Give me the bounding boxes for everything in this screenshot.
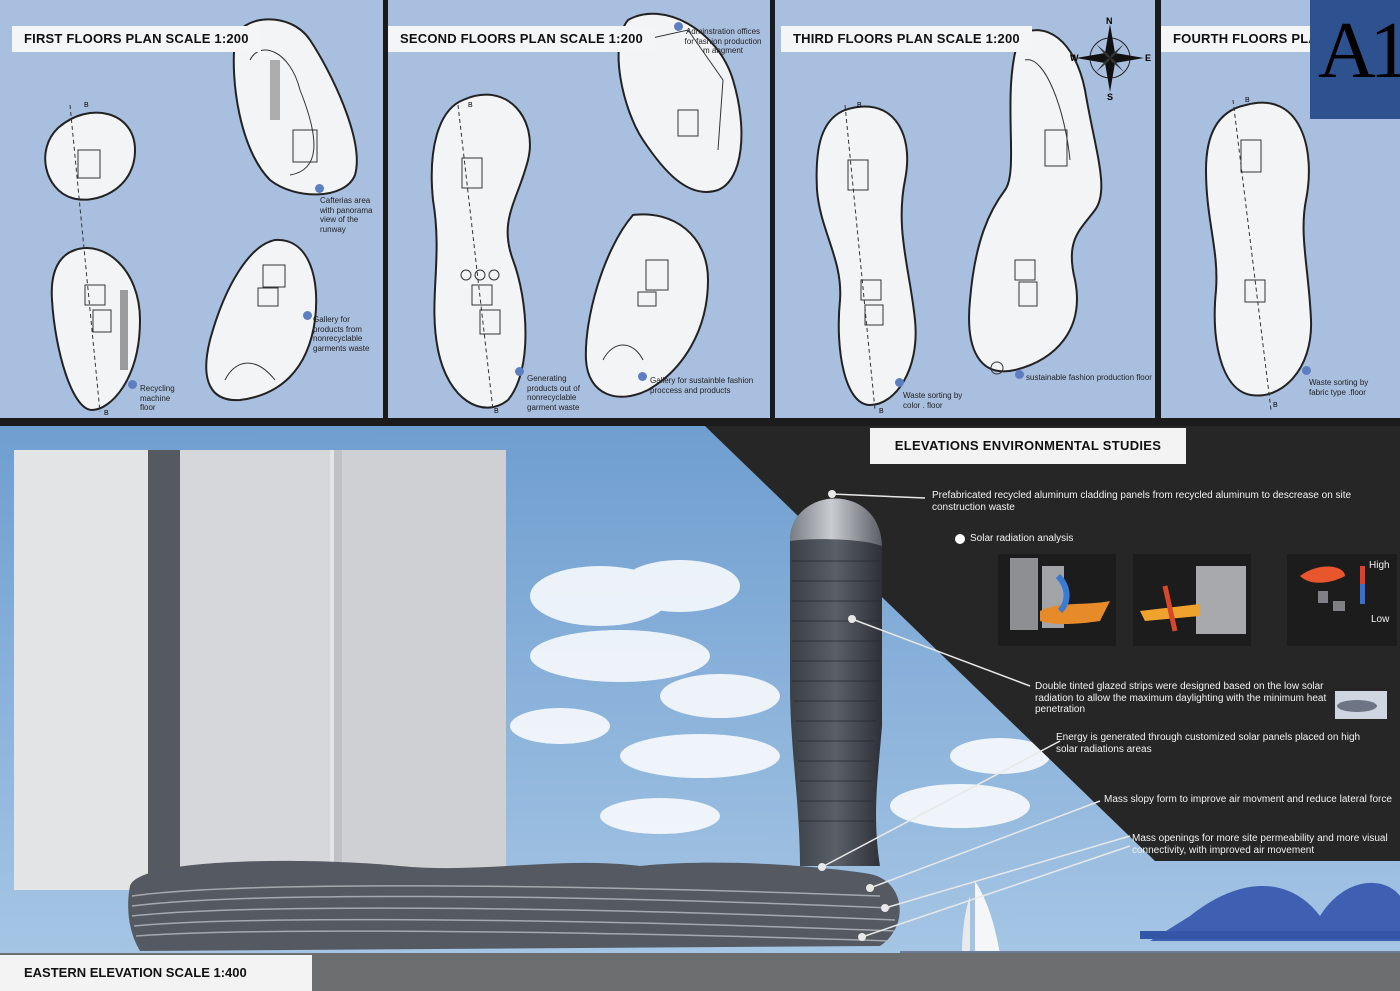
plan-note: Waste sorting by color . floor [903, 391, 963, 410]
plan-drawing-3 [815, 24, 1144, 411]
elevation-note-glazing: Double tinted glazed strips were designe… [1035, 681, 1327, 715]
plan-note: Waste sorting by fabric type .floor [1309, 378, 1369, 397]
solar-analysis-images [998, 554, 1397, 719]
plan-drawing-4 [1204, 99, 1313, 411]
plan-panel-3: THIRD FLOORS PLAN SCALE 1:200 N S E W B … [775, 0, 1155, 418]
elevation-note-openings: Mass openings for more site permeability… [1132, 833, 1388, 856]
elevation-scene [0, 426, 1400, 991]
callout-marker [895, 378, 904, 387]
callout-marker [303, 311, 312, 320]
callout-marker [674, 22, 683, 31]
plan-title-2: SECOND FLOORS PLAN SCALE 1:200 [388, 26, 655, 52]
plan-note: sustainable fashion production floor [1026, 373, 1152, 382]
section-mark: B [1273, 402, 1278, 409]
compass-icon [1076, 24, 1144, 92]
plan-drawing-2 [430, 12, 743, 411]
plan-note: Gallery for products from nonrecyclable … [313, 315, 370, 353]
plan-panel-4: FOURTH FLOORS PLAN B B Waste sorting by … [1161, 0, 1400, 418]
section-mark: B [84, 102, 89, 109]
plan-note: Cafterias area with panorama view of the… [320, 196, 373, 234]
legend-low: Low [1371, 614, 1390, 625]
plan-title-1: FIRST FLOORS PLAN SCALE 1:200 [12, 26, 261, 52]
section-mark: B [879, 408, 884, 415]
elevation-note-cladding: Prefabricated recycled aluminum cladding… [932, 490, 1352, 513]
logo-text: A1 [1318, 7, 1400, 95]
compass-n: N [1106, 16, 1113, 26]
plan-panel-1: FIRST FLOORS PLAN SCALE 1:200 B B Cafter… [0, 0, 383, 418]
section-mark: B [104, 410, 109, 417]
section-mark: B [494, 408, 499, 415]
callout-marker [515, 367, 524, 376]
solar-radiation-title: Solar radiation analysis [970, 533, 1074, 544]
callout-marker [638, 372, 647, 381]
sheet-logo: A1 [1310, 0, 1400, 119]
callout-marker [128, 380, 137, 389]
callout-marker [1302, 366, 1311, 375]
compass-e: E [1145, 53, 1152, 63]
plan-panel-2: SECOND FLOORS PLAN SCALE 1:200 B B Admin… [388, 0, 770, 418]
plan-note: Gallery for sustainble fashion proccess … [650, 376, 754, 395]
section-mark: B [857, 102, 862, 109]
callout-marker [315, 184, 324, 193]
elevation-note-solar-panels: Energy is generated through customized s… [1056, 732, 1361, 755]
elevation-note-sloped-form: Mass slopy form to improve air movment a… [1104, 794, 1392, 805]
compass-w: W [1070, 53, 1079, 63]
plan-drawing-1 [44, 18, 358, 413]
section-mark: B [1245, 97, 1250, 104]
section-mark: B [468, 102, 473, 109]
callout-marker [1015, 370, 1024, 379]
legend-high: High [1369, 560, 1390, 571]
studies-title: ELEVATIONS ENVIRONMENTAL STUDIES [870, 428, 1186, 464]
plan-note: Adminstration offices for fashion produc… [684, 27, 762, 55]
elevation-title: EASTERN ELEVATION SCALE 1:400 [0, 955, 312, 991]
compass-s: S [1107, 92, 1114, 102]
plan-note: Generating products out of nonrecyclable… [527, 374, 580, 412]
plan-note: Recycling machine floor [140, 384, 175, 412]
elevation-render: Prefabricated recycled aluminum cladding… [0, 426, 1400, 991]
plan-title-4: FOURTH FLOORS PLAN [1161, 26, 1340, 52]
plan-title-3: THIRD FLOORS PLAN SCALE 1:200 [781, 26, 1032, 52]
